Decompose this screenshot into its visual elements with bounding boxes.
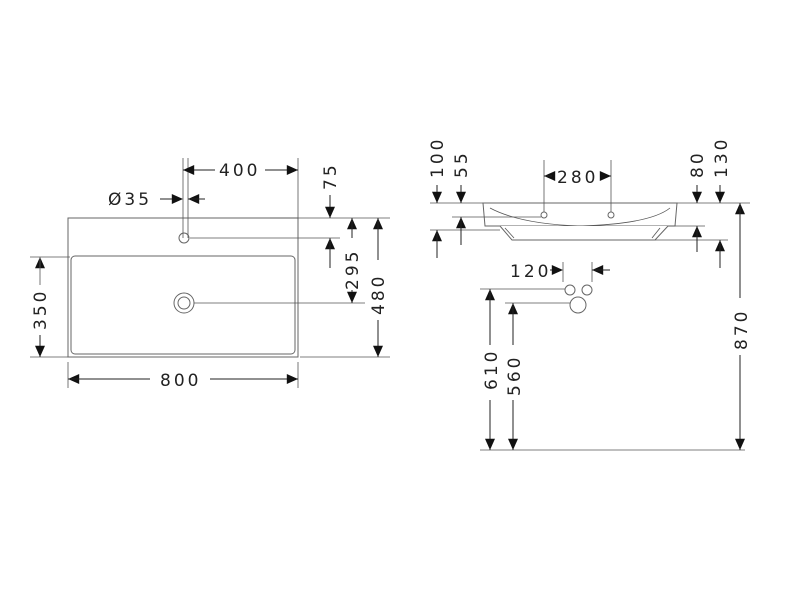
dim-supply-spacing: 120 xyxy=(510,262,551,282)
dim-supply-height: 610 xyxy=(482,349,502,390)
dim-width: 800 xyxy=(160,371,201,391)
dim-drain-height: 560 xyxy=(505,355,525,396)
dim-hole-height: 55 xyxy=(452,150,472,178)
tap-hole xyxy=(178,232,190,244)
drain-inner xyxy=(177,296,191,310)
arrowhead xyxy=(508,438,518,450)
dim-rim-height-right: 80 xyxy=(688,150,708,178)
dim-tap-offset: 400 xyxy=(219,161,260,181)
dim-total-height-right: 130 xyxy=(712,137,732,178)
arrowhead xyxy=(35,345,45,357)
arrowhead xyxy=(735,438,745,450)
supply-left xyxy=(564,284,576,296)
dim-bowl-depth: 350 xyxy=(31,289,51,330)
arrowhead xyxy=(373,345,383,357)
supply-right xyxy=(581,284,593,296)
dim-tap-hole-diameter: Ø35 xyxy=(108,190,152,210)
basin-side-view xyxy=(482,202,678,314)
drain-connection xyxy=(569,296,587,314)
arrowhead xyxy=(599,171,611,181)
arrowhead xyxy=(347,291,357,303)
dim-mount-height: 870 xyxy=(732,309,752,350)
dim-hole-spacing: 280 xyxy=(557,168,598,188)
dim-depth: 480 xyxy=(369,274,389,315)
basin-top-view xyxy=(67,217,299,358)
arrowhead xyxy=(692,191,702,203)
arrowhead xyxy=(715,191,725,203)
arrowhead xyxy=(432,191,442,203)
arrowhead xyxy=(456,191,466,203)
arrowhead xyxy=(325,206,335,218)
arrowhead xyxy=(551,265,563,275)
dim-rim-height-left: 100 xyxy=(428,137,448,178)
dim-drain-to-back: 295 xyxy=(343,249,363,290)
arrowhead xyxy=(485,438,495,450)
dim-tap-to-back: 75 xyxy=(321,162,341,190)
arrowhead xyxy=(286,374,298,384)
arrowhead xyxy=(183,165,195,175)
arrowhead xyxy=(286,165,298,175)
arrowhead xyxy=(171,194,183,204)
